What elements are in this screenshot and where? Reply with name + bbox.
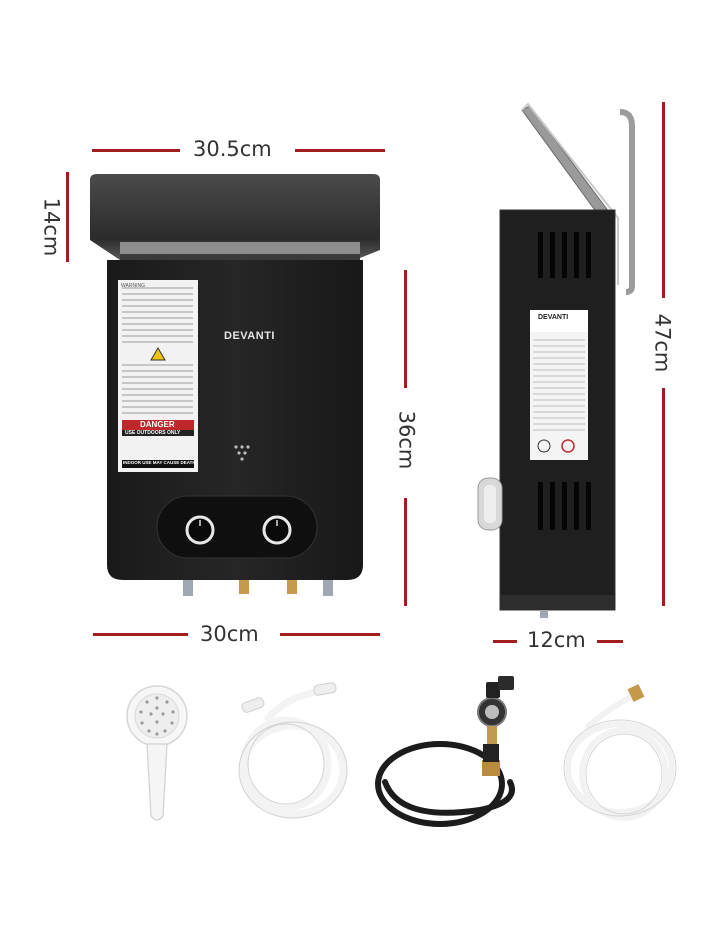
shower-hose-accessory xyxy=(238,682,348,819)
warning-label xyxy=(118,280,198,472)
dimension-line-depth-left xyxy=(493,640,517,643)
brand-logo-side: DEVANTI xyxy=(538,314,569,321)
dimension-line-bottom-left xyxy=(93,633,188,636)
dimension-lid-height: 14cm xyxy=(39,197,64,257)
dimension-bottom-width: 30cm xyxy=(200,622,259,646)
side-vents-top xyxy=(538,232,591,278)
warning-label-header: WARNING xyxy=(121,283,145,289)
danger-subtitle: USE OUTDOORS ONLY xyxy=(125,430,181,436)
danger-title: DANGER xyxy=(140,420,175,429)
dimension-line-bottom-right xyxy=(280,633,380,636)
water-heater-side-view xyxy=(477,102,635,618)
dimension-line-top-right xyxy=(295,149,385,152)
spec-label xyxy=(530,310,588,460)
shower-head-accessory xyxy=(126,685,188,821)
knob-right xyxy=(262,515,292,545)
dimension-top-width: 30.5cm xyxy=(193,137,272,161)
flame-warning-icon xyxy=(561,439,575,453)
dimension-body-height: 36cm xyxy=(394,410,419,470)
danger-footer: INDOOR USE MAY CAUSE DEATH xyxy=(123,460,196,465)
dimension-side-height: 47cm xyxy=(650,313,675,373)
dimension-line-top-left xyxy=(92,149,180,152)
vent-dots xyxy=(234,445,250,461)
gas-regulator-hose-accessory xyxy=(375,676,515,827)
dimension-line-body-lower xyxy=(404,498,407,606)
water-inlet-hose-accessory xyxy=(563,684,677,821)
side-vents-bottom xyxy=(538,482,591,530)
dimension-line-depth-right xyxy=(597,640,623,643)
dimension-line-side-lower xyxy=(662,388,665,606)
water-heater-front-view xyxy=(90,174,380,596)
brand-logo-front: DEVANTI xyxy=(224,330,275,342)
dimension-line-side-upper xyxy=(662,102,665,298)
dimension-line-body-upper xyxy=(404,270,407,388)
dimension-line-lid xyxy=(66,172,69,262)
certification-mark-icon xyxy=(537,439,551,453)
knob-left xyxy=(185,515,215,545)
dimension-side-depth: 12cm xyxy=(527,628,586,652)
warning-triangle-icon xyxy=(150,347,166,361)
